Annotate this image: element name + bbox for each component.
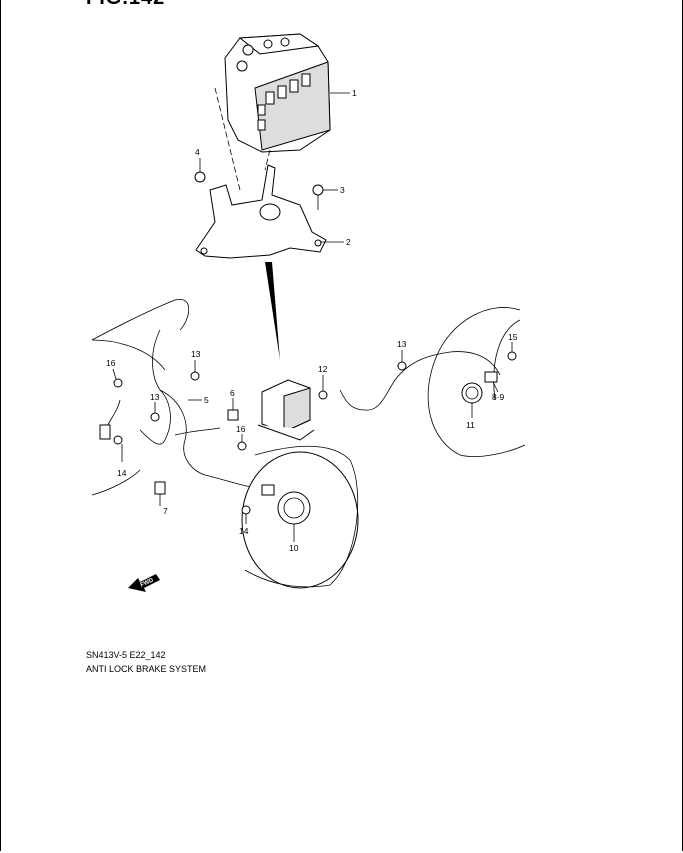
- callout-16-b: 16: [236, 424, 246, 434]
- bolt-15: [507, 351, 517, 361]
- front-wheel: [241, 445, 359, 589]
- abs-hydraulic-unit: [224, 33, 331, 153]
- abs-bracket: [195, 164, 327, 259]
- wheel-speed-sensor-rear: [484, 371, 498, 383]
- callout-12: 12: [318, 364, 328, 374]
- pointer-wedge: [265, 262, 280, 360]
- abs-control-module: [257, 379, 315, 441]
- callout-7: 7: [163, 506, 168, 516]
- bolt-13-a: [190, 371, 200, 381]
- wheel-speed-sensor-front-left: [99, 424, 111, 440]
- callout-8-9: 8·9: [492, 392, 505, 402]
- front-sensor-harness: [91, 299, 256, 489]
- callout-14-b: 14: [239, 526, 249, 536]
- figure-name: ANTI LOCK BRAKE SYSTEM: [86, 664, 207, 674]
- bolt-13-c: [397, 361, 407, 371]
- bolt-14-a: [113, 435, 123, 445]
- figure-code: SN413V-5 E22_142: [86, 650, 166, 660]
- bolt-14-b: [241, 505, 251, 515]
- callout-14-a: 14: [117, 468, 127, 478]
- callout-13-b: 13: [150, 392, 160, 402]
- rear-wheel: [427, 307, 526, 457]
- left-wheel-edge-bottom: [91, 469, 141, 496]
- callout-13-a: 13: [191, 349, 201, 359]
- callout-11: 11: [466, 420, 475, 430]
- rear-sensor-harness: [339, 351, 501, 411]
- clamp-7: [154, 481, 166, 495]
- callout-5: 5: [204, 395, 209, 405]
- callout-15: 15: [508, 332, 518, 342]
- clamp-6: [227, 409, 239, 421]
- callout-6: 6: [230, 388, 235, 398]
- fwd-arrow-icon: FWD: [128, 574, 160, 592]
- bolt-16-a: [113, 378, 123, 388]
- left-wheel-edge: [91, 339, 166, 371]
- nut-4: [194, 171, 206, 183]
- callout-1: 1: [352, 88, 357, 98]
- callout-16-a: 16: [106, 358, 116, 368]
- callout-13-c: 13: [397, 339, 407, 349]
- bolt-16-b: [237, 441, 247, 451]
- fwd-label: FWD: [140, 577, 156, 588]
- callout-2: 2: [346, 237, 351, 247]
- callout-3: 3: [340, 185, 345, 195]
- figure-title: FIG.142: [86, 0, 165, 10]
- wheel-speed-sensor-front-right: [261, 484, 275, 496]
- callout-4: 4: [195, 147, 200, 157]
- callout-10: 10: [289, 543, 299, 553]
- bolt-12: [318, 390, 328, 400]
- bolt-3: [312, 184, 324, 210]
- bolt-13-b: [150, 412, 160, 422]
